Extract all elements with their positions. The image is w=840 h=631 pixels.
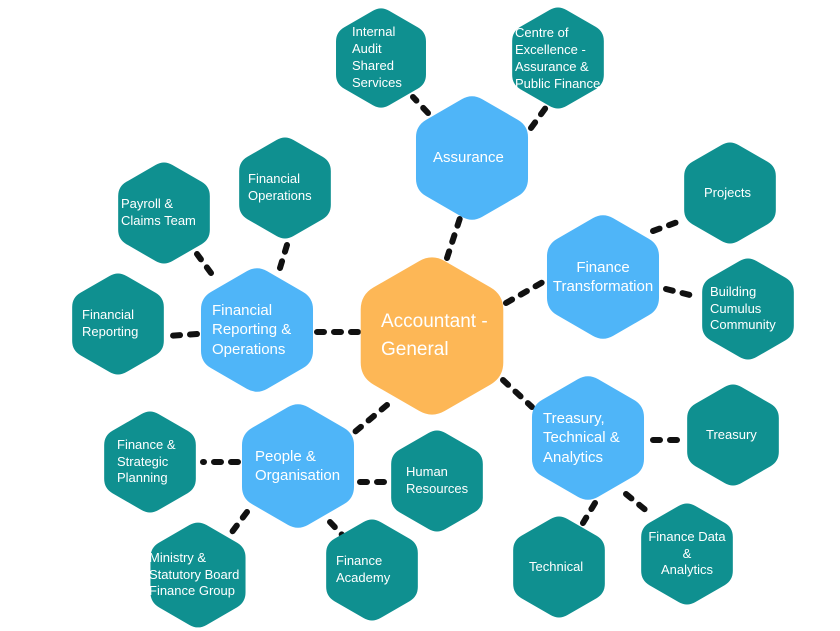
leaf-building-cumulus-hexagon [702,258,794,360]
leaf-finance-data-analytics: Finance Data & Analytics [633,500,741,608]
link-treasury-technical [580,500,598,526]
hub-assurance: Assurance [406,92,538,224]
leaf-finance-data-analytics-hexagon-fill [641,503,733,605]
leaf-ministry-statutory-hexagon [150,522,246,628]
leaf-treasury-label: Treasury [706,426,757,442]
leaf-centre-of-excellence-hexagon [512,7,604,109]
leaf-internal-audit-hexagon-fill [336,8,426,108]
leaf-building-cumulus-label: Building Cumulus Community [710,283,776,333]
link-center-assurance [444,215,463,261]
hub-people-organisation-label: People & Organisation [255,447,341,485]
link-assurance-audit [410,94,431,116]
leaf-finance-strategic-hexagon-fill [104,411,196,513]
leaf-finance-strategic-label: Finance & Strategic Planning [117,436,176,486]
leaf-finance-academy: Finance Academy [318,516,426,624]
link-people-ministry [226,509,250,539]
leaf-building-cumulus: Building Cumulus Community [694,255,802,363]
hub-finance-transformation-label: Finance Transformation [552,258,654,296]
leaf-human-resources-hexagon-fill [391,430,483,532]
leaf-technical-hexagon [513,516,605,618]
link-center-people [347,402,390,439]
leaf-centre-of-excellence-hexagon-fill [512,7,604,109]
link-center-treasury [500,377,535,410]
leaf-financial-operations: Financial Operations [231,134,339,242]
link-reporting-operations [277,242,290,271]
hub-finance-transformation: Finance Transformation [537,211,669,343]
link-reporting-payroll [194,251,214,276]
hub-assurance-label: Assurance [433,149,504,167]
leaf-treasury-hexagon [687,384,779,486]
center-accountant-general-hexagon-fill [360,257,504,415]
leaf-financial-reporting: Financial Reporting [64,270,172,378]
hub-assurance-hexagon-fill [415,96,529,220]
leaf-finance-academy-hexagon [326,519,418,621]
leaf-financial-operations-label: Financial Operations [248,171,312,203]
hub-financial-reporting-operations: Financial Reporting & Operations [191,264,323,396]
hub-financial-reporting-operations-label: Financial Reporting & Operations [212,301,292,358]
link-center-transformation [503,279,546,306]
leaf-technical: Technical [505,513,613,621]
leaf-projects-hexagon-fill [684,142,776,244]
leaf-projects-hexagon [684,142,776,244]
link-transformation-cumulus [663,286,701,300]
leaf-internal-audit-hexagon [336,8,426,108]
leaf-centre-of-excellence: Centre of Excellence - Assurance & Publi… [504,4,612,112]
hub-treasury-technical-analytics-label: Treasury, Technical & Analytics [543,409,620,466]
hub-people-organisation-hexagon [241,404,355,528]
leaf-payroll-claims-label: Payroll & Claims Team [121,196,196,228]
link-treasury-data [623,491,651,515]
leaf-ministry-statutory-hexagon-fill [150,522,246,628]
leaf-ministry-statutory-label: Ministry & Statutory Board Finance Group [149,549,240,599]
hub-treasury-technical-analytics-hexagon-fill [531,376,645,500]
leaf-payroll-claims-hexagon [118,162,210,264]
hub-people-organisation-hexagon-fill [241,404,355,528]
hub-finance-transformation-hexagon-fill [546,215,660,339]
link-assurance-coe [528,103,550,131]
leaf-financial-reporting-hexagon-fill [72,273,164,375]
leaf-financial-reporting-hexagon [72,273,164,375]
leaf-financial-operations-hexagon-fill [239,137,331,239]
leaf-internal-audit: Internal Audit Shared Services [328,5,434,111]
leaf-human-resources-label: Human Resources [406,464,469,496]
hub-financial-reporting-operations-hexagon-fill [200,268,314,392]
leaf-financial-operations-hexagon [239,137,331,239]
leaf-finance-data-analytics-hexagon [641,503,733,605]
hub-assurance-hexagon [415,96,529,220]
leaf-payroll-claims-hexagon-fill [118,162,210,264]
leaf-treasury-hexagon-fill [687,384,779,486]
leaf-projects: Projects [676,139,784,247]
hub-people-organisation: People & Organisation [232,400,364,532]
center-accountant-general-label: Accountant - General [381,311,488,360]
leaf-human-resources-hexagon [391,430,483,532]
leaf-projects-label: Projects [704,184,751,200]
leaf-finance-academy-hexagon-fill [326,519,418,621]
leaf-treasury: Treasury [679,381,787,489]
leaf-technical-label: Technical [529,558,584,574]
hub-treasury-technical-analytics-hexagon [531,376,645,500]
leaf-ministry-statutory: Ministry & Statutory Board Finance Group [142,519,254,631]
center-accountant-general: Accountant - General [348,252,516,420]
leaf-finance-strategic: Finance & Strategic Planning [96,408,204,516]
leaf-financial-reporting-label: Financial Reporting [82,307,139,339]
leaf-technical-hexagon-fill [513,516,605,618]
link-reporting-financialreporting [165,331,200,339]
leaf-building-cumulus-hexagon-fill [702,258,794,360]
hub-financial-reporting-operations-hexagon [200,268,314,392]
center-accountant-general-hexagon [360,257,504,415]
leaf-finance-data-analytics-label: Finance Data & Analytics [648,528,726,578]
leaf-internal-audit-label: Internal Audit Shared Services [352,24,402,90]
leaf-finance-strategic-hexagon [104,411,196,513]
leaf-human-resources: Human Resources [383,427,491,535]
hub-treasury-technical-analytics: Treasury, Technical & Analytics [522,372,654,504]
link-transformation-projects [650,217,686,234]
hub-finance-transformation-hexagon [546,215,660,339]
leaf-finance-academy-label: Finance Academy [336,553,391,585]
leaf-payroll-claims: Payroll & Claims Team [110,159,218,267]
leaf-centre-of-excellence-label: Centre of Excellence - Assurance & Publi… [515,24,601,92]
